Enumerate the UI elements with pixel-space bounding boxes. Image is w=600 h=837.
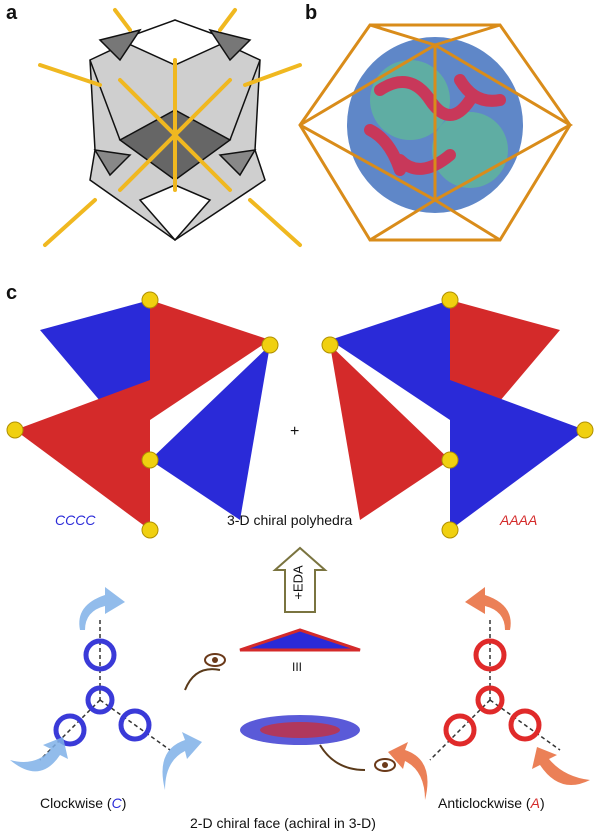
aaaa-polyhedron [321, 291, 594, 539]
clockwise-text: Clockwise ( [40, 795, 112, 811]
panel-label-c: c [6, 282, 18, 304]
panel-label-a: a [6, 2, 18, 24]
clockwise-molecule [39, 620, 171, 761]
eda-label: +EDA [290, 565, 306, 600]
anticlockwise-letter: A [530, 795, 540, 811]
panel-label-b: b [305, 2, 318, 24]
eda-arrow [272, 546, 328, 613]
cccc-label: CCCC [55, 512, 96, 528]
flat-triangle-face [239, 628, 361, 652]
flat-molecule [240, 715, 360, 745]
eye-icons [184, 653, 396, 772]
rotation-arrows-blue [10, 587, 202, 790]
paren: ) [121, 795, 127, 811]
cccc-polyhedron [6, 291, 279, 539]
clockwise-letter: C [111, 795, 122, 811]
plus-sign: + [290, 423, 300, 440]
clockwise-label: Clockwise (C) [40, 795, 126, 811]
polyhedra-caption: 3-D chiral polyhedra [227, 512, 353, 528]
rotation-arrows-red [388, 587, 590, 800]
anticlockwise-molecule [429, 620, 561, 761]
paren: ) [539, 795, 545, 811]
anticlockwise-text: Anticlockwise ( [438, 795, 531, 811]
parallel-symbol: III [292, 660, 303, 674]
face-caption: 2-D chiral face (achiral in 3-D) [190, 815, 376, 831]
panel-b-icosahedron-frame [298, 23, 574, 242]
panel-a-rods [38, 8, 302, 247]
aaaa-label: AAAA [500, 512, 538, 528]
anticlockwise-label: Anticlockwise (A) [438, 795, 545, 811]
